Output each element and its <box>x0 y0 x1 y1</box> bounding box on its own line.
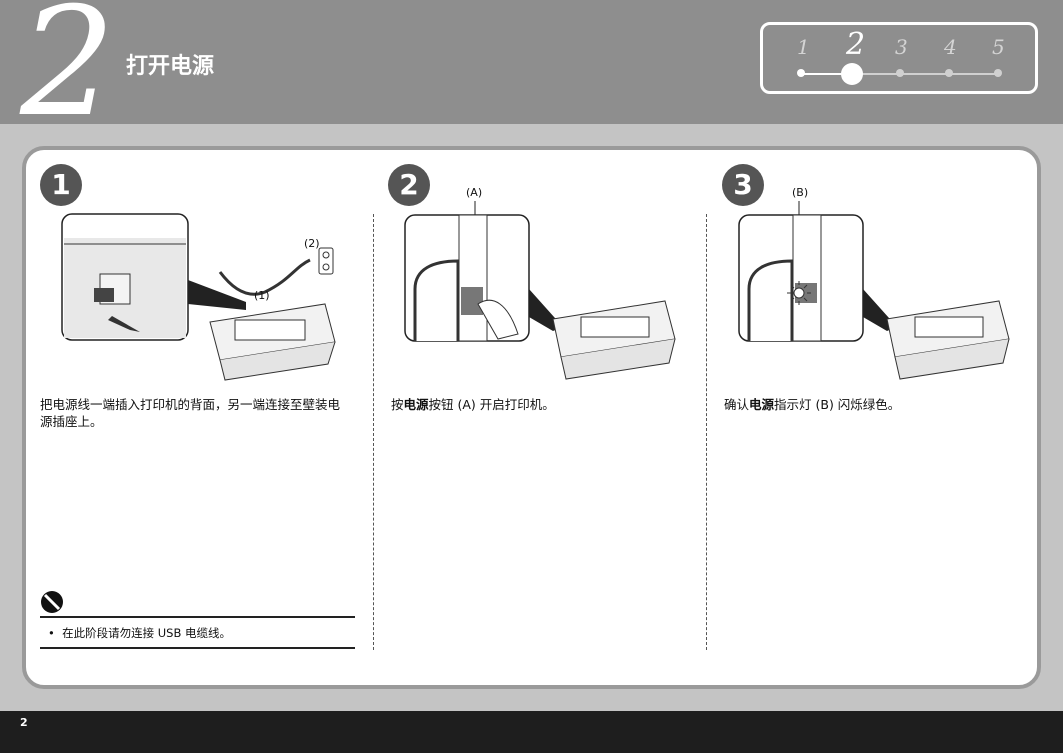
progress-dot-5 <box>994 69 1002 77</box>
caution-top-rule <box>40 616 355 618</box>
progress-step-1: 1 <box>797 35 810 59</box>
section-number: 2 <box>20 0 116 150</box>
progress-step-4: 4 <box>944 35 957 59</box>
progress-dot-current <box>841 63 863 85</box>
instruction-panel <box>22 146 1041 689</box>
cable-label-2: (2) <box>304 237 320 250</box>
power-button-label: (A) <box>466 186 483 199</box>
caution-text: 在此阶段请勿连接 USB 电缆线。 <box>62 626 232 640</box>
page-number: 2 <box>20 716 28 729</box>
divider-2 <box>706 214 707 650</box>
divider-1 <box>373 214 374 650</box>
step-3-text-pre: 确认 <box>724 397 750 412</box>
step-1-text: 把电源线一端插入打印机的背面，另一端连接至壁装电源插座上。 <box>40 397 341 429</box>
step-1-number: 1 <box>40 164 82 206</box>
step-3-text-bold: 电源 <box>749 397 775 412</box>
page-footer <box>0 711 1063 753</box>
cable-label-1: (1) <box>254 289 270 302</box>
step-2-text-bold: 电源 <box>403 397 429 412</box>
power-cord-illustration <box>61 213 336 381</box>
progress-step-2: 2 <box>846 27 866 62</box>
power-lamp-illustration <box>738 201 1010 380</box>
power-lamp-label: (B) <box>792 186 809 199</box>
page-title: 打开电源 <box>126 54 215 79</box>
caution-note: • 在此阶段请勿连接 USB 电缆线。 <box>48 625 231 641</box>
caution-bottom-rule <box>40 647 355 649</box>
step-2-text-post: 按钮 (A) 开启打印机。 <box>428 397 555 412</box>
page-header: 2 打开电源 1 2 3 4 5 <box>0 0 1063 138</box>
progress-indicator: 1 2 3 4 5 <box>760 22 1038 94</box>
step-2-text-pre: 按 <box>391 397 404 412</box>
progress-dot-1 <box>797 69 805 77</box>
caution-bullet: • <box>48 626 55 640</box>
step-2-number: 2 <box>388 164 430 206</box>
prohibited-icon <box>41 591 63 613</box>
progress-dot-3 <box>896 69 904 77</box>
step-3-text: 确认电源指示灯 (B) 闪烁绿色。 <box>724 396 1024 413</box>
progress-step-5: 5 <box>992 35 1005 59</box>
power-button-illustration <box>404 201 676 380</box>
progress-line-todo <box>853 73 999 75</box>
progress-step-3: 3 <box>895 35 908 59</box>
step-2-text: 按电源按钮 (A) 开启打印机。 <box>391 396 691 413</box>
step-3-text-post: 指示灯 (B) 闪烁绿色。 <box>774 397 901 412</box>
step-3-number: 3 <box>722 164 764 206</box>
progress-dot-4 <box>945 69 953 77</box>
progress-line-done <box>801 73 851 75</box>
